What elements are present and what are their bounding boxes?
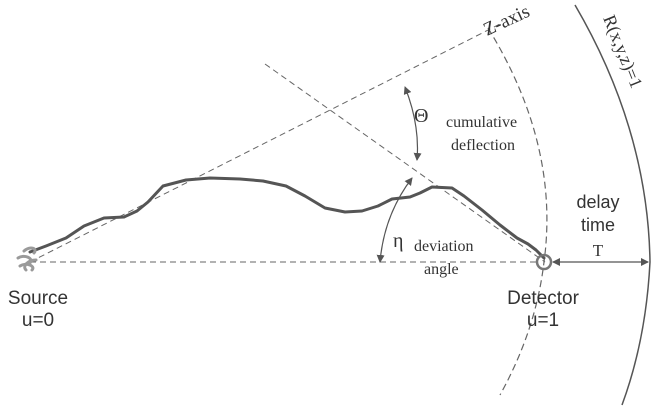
delay-symbol: T (593, 241, 604, 260)
deviation-angle-arrow (376, 177, 413, 263)
delay-label-line2: time (581, 215, 615, 235)
sphere-label: R(x,y,z)=1 (598, 12, 646, 91)
detector-param: u=1 (527, 310, 559, 331)
initial-direction-line (29, 22, 503, 263)
final-direction-line (264, 63, 546, 263)
deviation-label-line1: deviation (414, 238, 474, 255)
cumulative-label-line2: deflection (451, 137, 515, 154)
delay-label-line1: delay (576, 192, 619, 212)
theta-symbol: Θ (414, 105, 428, 127)
cumulative-label-line1: cumulative (446, 114, 517, 131)
cumulative-deflection-arrow (403, 86, 422, 161)
sphere-arc (574, 4, 651, 406)
z-axis-arc (487, 27, 548, 396)
deviation-label-line2: angle (424, 261, 459, 278)
photon-path (28, 176, 546, 260)
source-icon (16, 246, 38, 272)
detector-icon (535, 253, 553, 271)
detector-label: Detector (507, 288, 579, 309)
source-label: Source (8, 288, 68, 309)
z-axis-label: Z-axis (480, 1, 533, 41)
source-param: u=0 (22, 310, 54, 331)
eta-symbol: η (393, 230, 403, 252)
